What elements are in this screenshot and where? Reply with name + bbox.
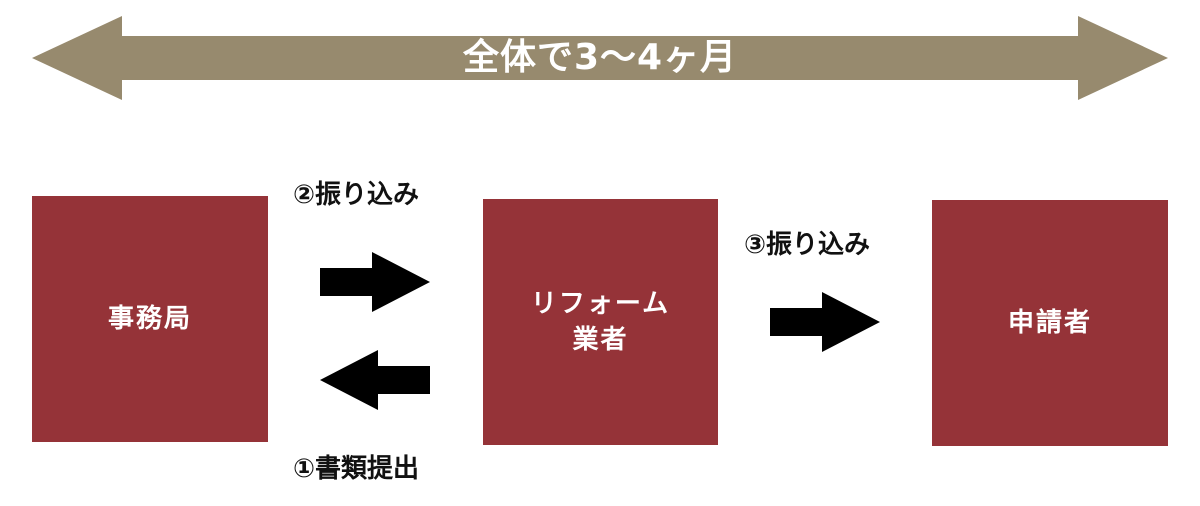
step1-label: ①書類提出 [293, 454, 420, 484]
right-arrow-icon-2 [770, 292, 880, 352]
contractor-label-line1: リフォーム [530, 289, 671, 319]
duration-label: 全体で3〜4ヶ月 [462, 37, 738, 78]
contractor-box: リフォーム 業者 [483, 199, 718, 445]
applicant-box: 申請者 [932, 200, 1168, 446]
office-label: 事務局 [107, 304, 192, 334]
right-arrow-icon [320, 252, 430, 312]
duration-banner: 全体で3〜4ヶ月 [32, 16, 1168, 100]
double-arrow-shape [32, 16, 1168, 100]
contractor-label-line2: 業者 [572, 325, 629, 355]
office-box: 事務局 [32, 196, 268, 442]
step2-label: ②振り込み [293, 180, 420, 210]
applicant-label: 申請者 [1007, 308, 1092, 338]
left-arrow-icon [320, 350, 430, 410]
step3-label: ③振り込み [744, 230, 871, 260]
